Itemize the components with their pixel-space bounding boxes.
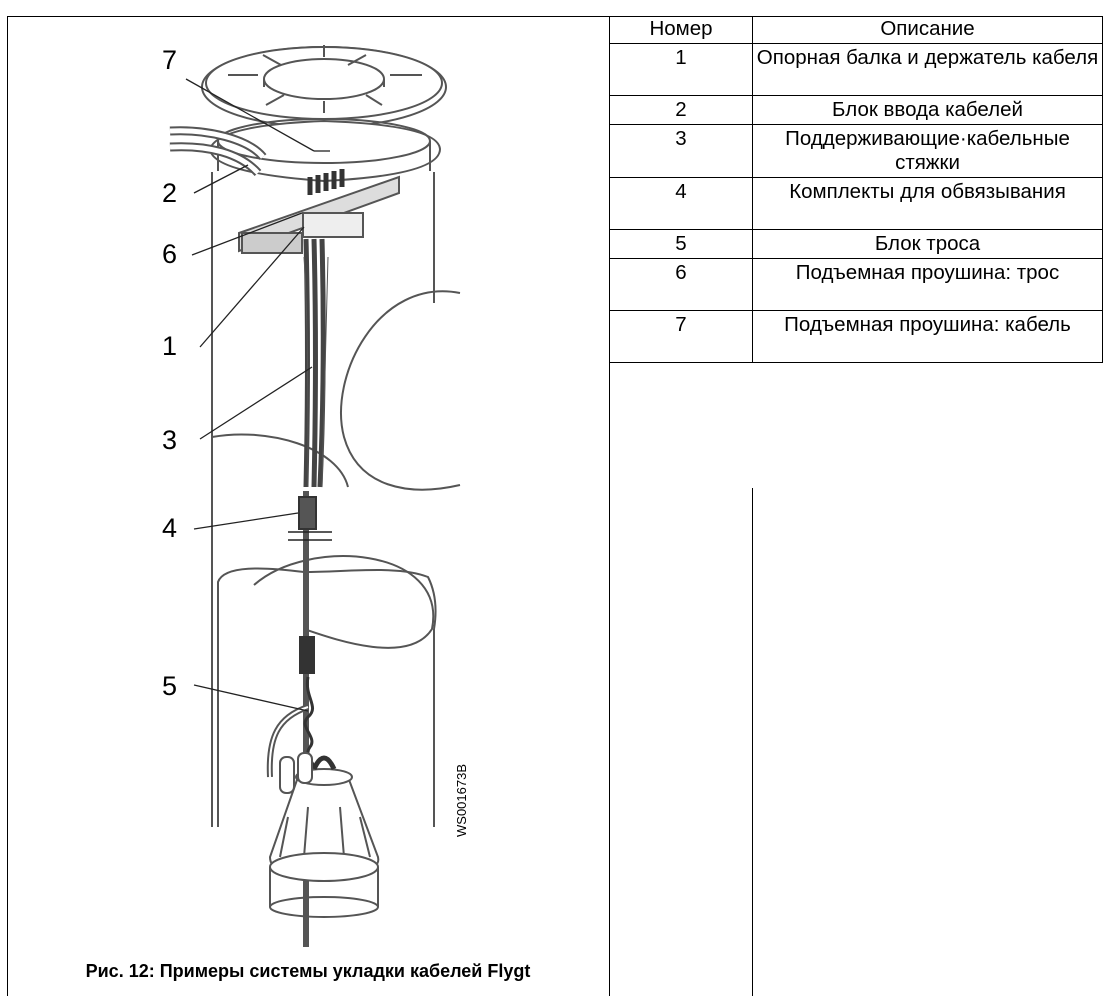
callout-1: 1 xyxy=(162,333,177,360)
figure-code: WS001673B xyxy=(454,764,469,837)
cable-system-illustration xyxy=(8,17,611,947)
row-description: Подъемная проушина: кабель xyxy=(753,311,1103,363)
table-row: 7 Подъемная проушина: кабель xyxy=(610,311,1103,363)
callout-3: 3 xyxy=(162,427,177,454)
header-description: Описание xyxy=(753,17,1103,44)
header-number: Номер xyxy=(610,17,753,44)
row-description: Подъемная проушина: трос xyxy=(753,259,1103,311)
table-row: 6 Подъемная проушина: трос xyxy=(610,259,1103,311)
row-description: Блок ввода кабелей xyxy=(753,96,1103,125)
column-divider xyxy=(752,488,753,996)
row-number: 6 xyxy=(610,259,753,311)
row-number: 7 xyxy=(610,311,753,363)
callout-4: 4 xyxy=(162,515,177,542)
figure-caption: Рис. 12: Примеры системы укладки кабелей… xyxy=(14,961,602,982)
table-row: 3 Поддерживающие·кабельные стяжки xyxy=(610,125,1103,178)
row-number: 5 xyxy=(610,230,753,259)
table-row: 4 Комплекты для обвязывания xyxy=(610,178,1103,230)
callout-2: 2 xyxy=(162,180,177,207)
parts-table: Номер Описание 1 Опорная балка и держате… xyxy=(609,16,1103,363)
row-description: Опорная балка и держатель кабеля xyxy=(753,44,1103,96)
row-number: 2 xyxy=(610,96,753,125)
row-number: 3 xyxy=(610,125,753,178)
row-number: 1 xyxy=(610,44,753,96)
callout-5: 5 xyxy=(162,673,177,700)
row-description: Поддерживающие·кабельные стяжки xyxy=(753,125,1103,178)
callout-6: 6 xyxy=(162,241,177,268)
row-number: 4 xyxy=(610,178,753,230)
table-row: 2 Блок ввода кабелей xyxy=(610,96,1103,125)
row-description: Блок троса xyxy=(753,230,1103,259)
table-header-row: Номер Описание xyxy=(610,17,1103,44)
row-description: Комплекты для обвязывания xyxy=(753,178,1103,230)
figure-panel: 7 2 6 1 3 4 5 WS001673B Рис. 12: Примеры… xyxy=(7,16,610,996)
table-row: 1 Опорная балка и держатель кабеля xyxy=(610,44,1103,96)
callout-7: 7 xyxy=(162,47,177,74)
table-row: 5 Блок троса xyxy=(610,230,1103,259)
